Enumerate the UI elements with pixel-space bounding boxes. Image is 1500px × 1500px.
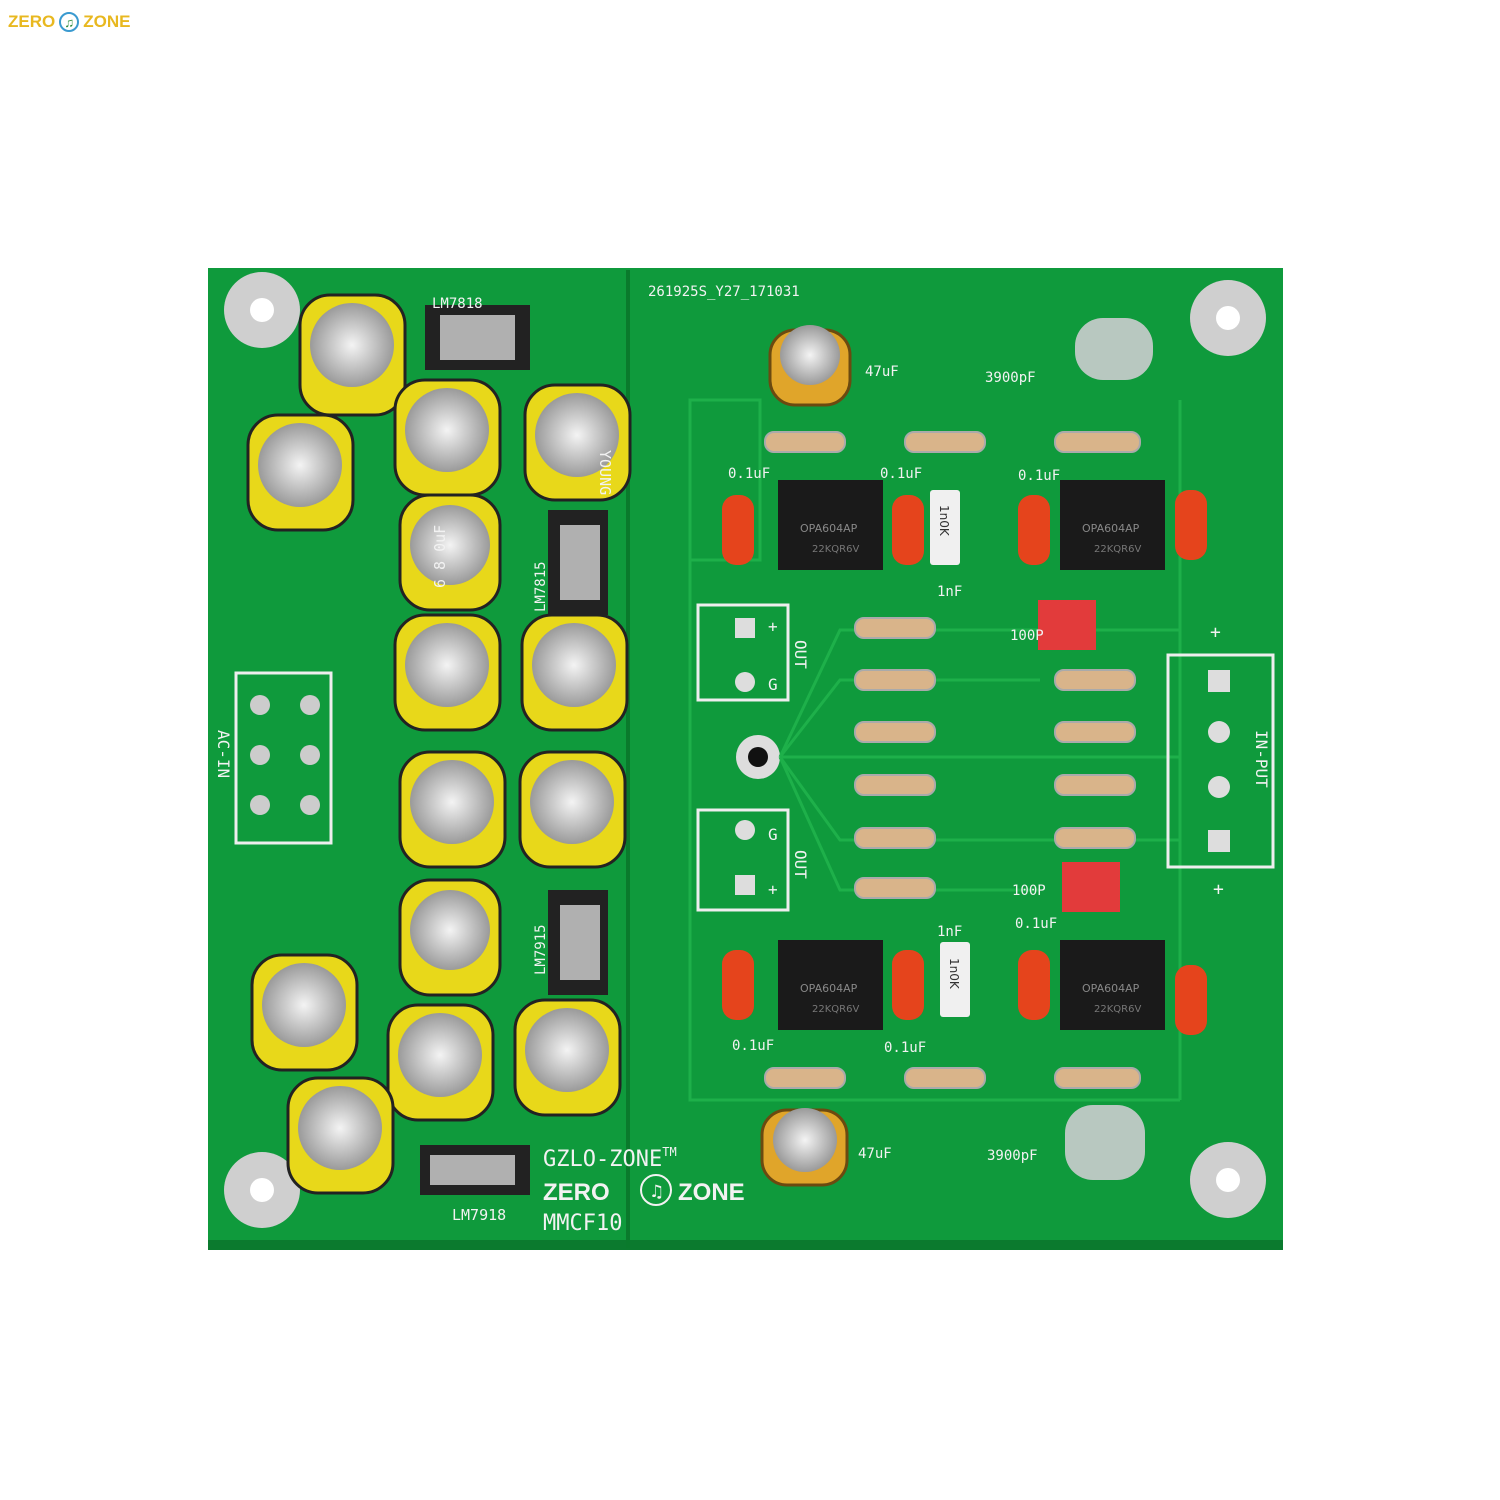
out-plus-label: + <box>768 880 778 899</box>
opamp-code: 22KQR6V <box>1094 1004 1141 1015</box>
input-label: IN-PUT <box>1252 730 1271 788</box>
cap-3900pf-label: 3900pF <box>985 370 1036 386</box>
cap-01uf-label: 0.1uF <box>1015 916 1057 932</box>
voltage-regulators <box>420 305 608 1195</box>
opamp-label: OPA604AP <box>1082 982 1140 995</box>
music-note-glyph: ♫ <box>649 1182 664 1202</box>
output-connector-bottom <box>696 808 790 912</box>
watermark-logo: ZERO ♫ ZONE <box>8 12 130 32</box>
opamp-label: OPA604AP <box>1082 522 1140 535</box>
regulator-label-lm7915: LM7915 <box>533 924 549 975</box>
resistor-label: 1n0K <box>937 505 951 537</box>
ac-in-pads <box>250 695 320 815</box>
board-brand-zone: ZONE <box>678 1179 745 1206</box>
regulator-label-lm7818: LM7818 <box>432 296 483 312</box>
out-plus-label: + <box>768 617 778 636</box>
board-brand-zero: ZERO <box>543 1179 610 1206</box>
opamp-code: 22KQR6V <box>812 1004 859 1015</box>
cap-3900pf-label: 3900pF <box>987 1148 1038 1164</box>
cap-value-label: 6 8 0uF <box>431 525 449 588</box>
cap-100p-label: 100P <box>1012 883 1046 899</box>
resistors <box>764 431 1141 1089</box>
mounting-holes <box>224 272 1266 1228</box>
logo-text-left: ZERO <box>8 12 56 31</box>
out-ground-label: G <box>768 675 778 694</box>
cap-01uf-label: 0.1uF <box>880 466 922 482</box>
out-label-top: OUT <box>791 640 810 669</box>
input-pads <box>1208 670 1230 852</box>
music-note-icon: ♫ <box>59 12 80 32</box>
cap-01uf-label: 0.1uF <box>1018 468 1060 484</box>
output-connector-top <box>696 603 790 702</box>
trademark: TM <box>662 1145 676 1159</box>
cap-01uf-label: 0.1uF <box>732 1038 774 1054</box>
cap-47uf-label: 47uF <box>865 364 899 380</box>
logo-text-right: ZONE <box>83 12 131 31</box>
resistor-label: 1n0K <box>947 958 961 990</box>
out-label-bottom: OUT <box>791 850 810 879</box>
ac-in-label: AC-IN <box>214 730 233 778</box>
cap-1nf-label: 1nF <box>937 924 962 940</box>
cap-1nf-label: 1nF <box>937 584 962 600</box>
board-brand-line: GZLO-ZONETM <box>543 1145 677 1172</box>
board-model: MMCF10 <box>543 1211 622 1236</box>
input-plus-label: + <box>1210 622 1221 643</box>
out-ground-label: G <box>768 825 778 844</box>
cap-01uf-label: 0.1uF <box>884 1040 926 1056</box>
regulator-label-lm7815: LM7815 <box>533 561 549 612</box>
opamp-label: OPA604AP <box>800 982 858 995</box>
music-note-icon <box>640 1174 672 1206</box>
ac-in-connector <box>234 671 333 845</box>
cap-01uf-label: 0.1uF <box>728 466 770 482</box>
brand-line-text: GZLO-ZONE <box>543 1147 662 1172</box>
opamp-chips <box>778 480 1165 1030</box>
opamp-code: 22KQR6V <box>812 544 859 555</box>
input-connector <box>1166 653 1275 869</box>
red-film-capacitors <box>722 490 1207 1035</box>
opamp-code: 22KQR6V <box>1094 544 1141 555</box>
board-serial: 261925S_Y27_171031 <box>648 284 800 300</box>
input-plus-label: + <box>1213 879 1224 900</box>
cap-100p-label: 100P <box>1010 628 1044 644</box>
film-capacitors <box>1065 318 1153 1180</box>
cap-47uf-label: 47uF <box>858 1146 892 1162</box>
opamp-label: OPA604AP <box>800 522 858 535</box>
regulator-label-lm7918: LM7918 <box>452 1206 506 1224</box>
cap-brand-label: YOUNG <box>596 450 614 495</box>
electrolytic-capacitors <box>246 293 852 1195</box>
